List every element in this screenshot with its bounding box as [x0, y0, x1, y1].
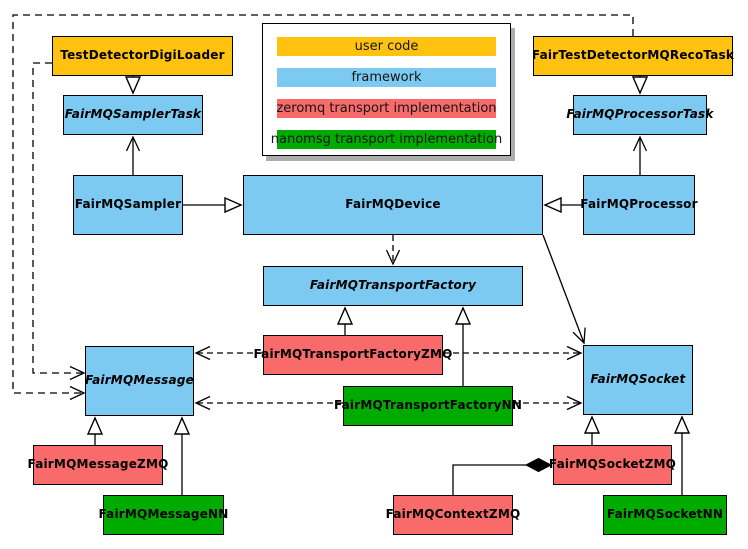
- legend-item-label: user code: [354, 39, 419, 54]
- node-fairmq-processor: FairMQProcessor: [580, 175, 698, 235]
- edge-dependency-recotask-message: [12, 14, 634, 401]
- node-fairmq-socket-zmq: FairMQSocketZMQ: [549, 445, 676, 485]
- node-test-detector-digi-loader: TestDetectorDigiLoader: [52, 36, 233, 76]
- node-fairmq-transport-factory-nn: FairMQTransportFactoryNN: [334, 386, 522, 426]
- legend-item-label: zeromq transport implementation: [276, 101, 497, 116]
- node-fairmq-processor-task: FairMQProcessorTask: [566, 95, 713, 135]
- node-fairmq-message-nn: FairMQMessageNN: [98, 495, 228, 535]
- edge-assoc-device-socket: [542, 234, 586, 345]
- node-fairmq-message-zmq: FairMQMessageZMQ: [28, 445, 168, 485]
- legend-item-framework: framework: [277, 68, 496, 87]
- legend-item-user-code: user code: [277, 37, 496, 56]
- node-fairmq-sampler-task: FairMQSamplerTask: [63, 95, 203, 135]
- node-fairmq-device: FairMQDevice: [243, 175, 543, 235]
- legend-item-nanomsg: nanomsg transport implementation: [271, 130, 502, 149]
- legend-item-label: framework: [351, 70, 422, 85]
- edge-composition-socketzmq-contextzmq: [452, 465, 551, 495]
- edge-dependency-digiloader-message: [32, 62, 86, 381]
- node-fairmq-context-zmq: FairMQContextZMQ: [386, 495, 520, 535]
- legend: user code framework zeromq transport imp…: [262, 23, 511, 156]
- legend-item-label: nanomsg transport implementation: [270, 132, 503, 147]
- legend-item-zeromq: zeromq transport implementation: [276, 99, 497, 118]
- node-fairmq-transport-factory: FairMQTransportFactory: [263, 266, 523, 306]
- node-fairmq-socket-nn: FairMQSocketNN: [603, 495, 727, 535]
- node-fairmq-socket: FairMQSocket: [583, 345, 693, 415]
- node-fair-test-detector-mq-reco-task: FairTestDetectorMQRecoTask: [532, 36, 734, 76]
- node-fairmq-message: FairMQMessage: [85, 346, 194, 416]
- node-fairmq-transport-factory-zmq: FairMQTransportFactoryZMQ: [253, 335, 452, 375]
- node-fairmq-sampler: FairMQSampler: [73, 175, 183, 235]
